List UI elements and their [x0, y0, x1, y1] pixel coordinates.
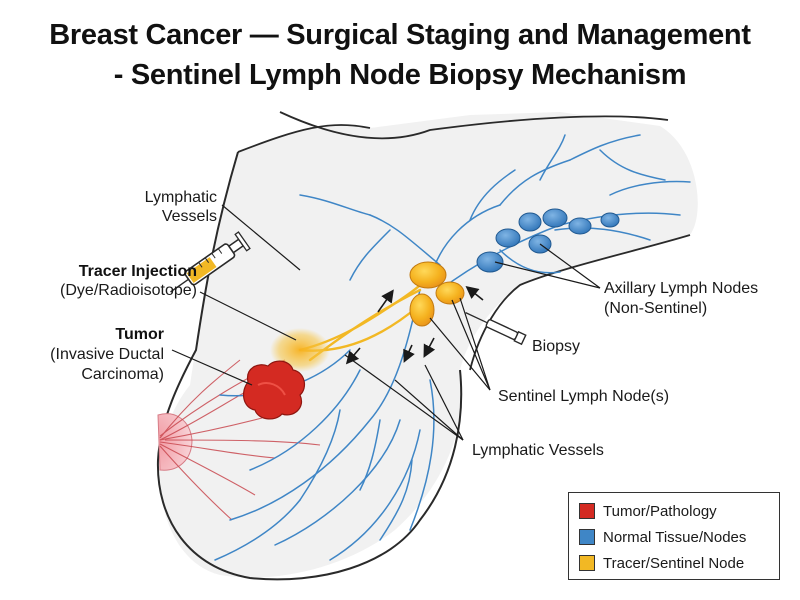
- sentinel-node-1: [409, 261, 447, 289]
- breast-outline: [156, 151, 463, 581]
- sentinel-node-2: [435, 281, 465, 305]
- shoulder-outline: [279, 111, 669, 140]
- label-tumor-sub-1: (Invasive Ductal: [50, 346, 164, 363]
- label-lymphatic-vessels-top-2: Vessels: [162, 208, 217, 225]
- label-tumor: Tumor: [115, 326, 164, 343]
- legend-swatch-tumor: [579, 503, 595, 519]
- legend-item-tracer: Tracer/Sentinel Node: [579, 553, 744, 573]
- legend-label-tracer: Tracer/Sentinel Node: [603, 554, 745, 572]
- label-tracer-injection: Tracer Injection: [79, 263, 197, 280]
- legend-item-normal: Normal Tissue/Nodes: [579, 527, 746, 547]
- legend-label-normal: Normal Tissue/Nodes: [603, 528, 747, 546]
- legend-item-tumor: Tumor/Pathology: [579, 501, 717, 521]
- sentinel-node-3: [409, 293, 435, 327]
- legend-swatch-normal: [579, 529, 595, 545]
- leader-lines: [171, 204, 601, 441]
- label-biopsy: Biopsy: [532, 338, 580, 355]
- tracer-syringe-icon: [170, 231, 251, 293]
- label-axillary-2: (Non-Sentinel): [604, 300, 707, 317]
- label-sentinel: Sentinel Lymph Node(s): [498, 388, 669, 405]
- label-axillary-1: Axillary Lymph Nodes: [604, 280, 758, 297]
- title-line-1: Breast Cancer — Surgical Staging and Man…: [49, 19, 751, 51]
- label-tumor-sub-2: Carcinoma): [81, 366, 164, 383]
- arm-outline: [469, 234, 691, 371]
- legend-label-tumor: Tumor/Pathology: [603, 502, 717, 520]
- label-tracer-injection-sub: (Dye/Radioisotope): [60, 282, 197, 299]
- legend-swatch-tracer: [579, 555, 595, 571]
- biopsy-needle-icon: [465, 312, 527, 346]
- lymphatic-vessel-network: [214, 134, 691, 561]
- label-lymphatic-vessels-bottom: Lymphatic Vessels: [472, 442, 604, 459]
- torso-outline-top: [237, 124, 371, 153]
- title-line-2: - Sentinel Lymph Node Biopsy Mechanism: [113, 59, 687, 91]
- label-lymphatic-vessels-top-1: Lymphatic: [145, 189, 217, 206]
- tracer-glow: [270, 328, 330, 372]
- legend: Tumor/Pathology Normal Tissue/Nodes Trac…: [568, 492, 780, 580]
- tumor-mass: [242, 360, 306, 420]
- flow-arrows: [345, 286, 484, 365]
